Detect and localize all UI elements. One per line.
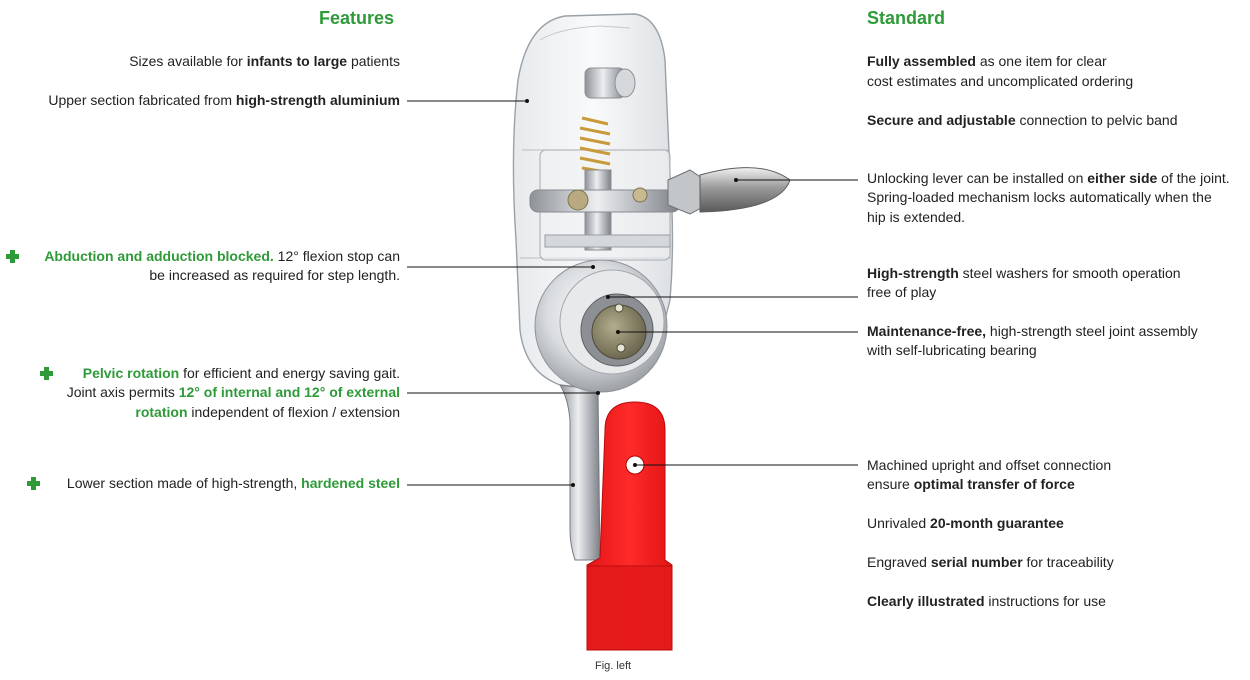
text-segment: Fully assembled	[867, 53, 976, 69]
text-segment: 12° flexion stop can	[273, 248, 400, 264]
text-segment: Engraved	[867, 554, 931, 570]
lower-section	[559, 384, 601, 561]
text-segment: with self-lubricating bearing	[867, 342, 1037, 358]
standard-line: Maintenance-free, high-strength steel jo…	[867, 322, 1198, 342]
text-segment: High-strength	[867, 265, 959, 281]
text-segment: Joint axis permits	[66, 384, 179, 400]
text-segment: patients	[347, 53, 400, 69]
feature-line: rotation independent of flexion / extens…	[135, 403, 400, 423]
text-segment: steel washers for smooth operation	[958, 265, 1181, 281]
text-segment: serial number	[930, 554, 1023, 570]
feature-line: Abduction and adduction blocked. 12° fle…	[44, 247, 400, 267]
features-heading: Features	[319, 8, 395, 28]
text-segment: Machined upright and offset connection	[867, 457, 1112, 473]
text-segment: hardened steel	[301, 475, 400, 491]
standard-line: Machined upright and offset connection	[867, 456, 1111, 476]
standard-line: Engraved serial number for traceability	[867, 553, 1114, 573]
text-segment: either side	[1087, 170, 1158, 186]
text-segment: Lower section made of high-strength,	[66, 475, 302, 491]
text-segment: Sizes available for	[129, 53, 247, 69]
standard-heading: Standard	[867, 8, 946, 28]
feature-line: be increased as required for step length…	[149, 266, 400, 286]
text-segment: Upper section fabricated from	[48, 92, 236, 108]
text-segment: hip is extended.	[867, 209, 966, 225]
text-segment: 12° of internal and 12° of external	[178, 384, 400, 400]
figure-caption: Fig. left	[595, 660, 632, 672]
feature-line: Sizes available for infants to large pat…	[129, 52, 400, 72]
spring	[579, 116, 611, 174]
text-segment: ensure	[867, 476, 914, 492]
text-segment: cost estimates and uncomplicated orderin…	[867, 73, 1134, 89]
text-segment: rotation	[135, 404, 188, 420]
text-segment: 20-month guarantee	[930, 515, 1064, 531]
standard-line: ensure optimal transfer of force	[867, 475, 1075, 495]
text-segment: be increased as required for step length…	[149, 267, 400, 283]
standard-line: with self-lubricating bearing	[867, 341, 1037, 361]
text-segment: high-strength steel joint assembly	[986, 323, 1198, 339]
text-segment: independent of flexion / extension	[187, 404, 400, 420]
text-segment: as one item for clear	[975, 53, 1107, 69]
text-segment: of the joint.	[1157, 170, 1230, 186]
text-segment: Maintenance-free,	[867, 323, 987, 339]
text-segment: free of play	[867, 284, 937, 300]
text-segment: Clearly illustrated	[867, 593, 985, 609]
feature-line: Lower section made of high-strength, har…	[67, 474, 400, 494]
feature-line: Upper section fabricated from high-stren…	[48, 91, 400, 111]
text-segment: for traceability	[1022, 554, 1114, 570]
standard-line: Unrivaled 20-month guarantee	[867, 514, 1064, 534]
feature-line: Pelvic rotation for efficient and energy…	[83, 364, 400, 384]
text-segment: Spring-loaded mechanism locks automatica…	[867, 189, 1212, 205]
plus-icon	[6, 250, 19, 263]
plus-icon	[27, 477, 40, 490]
feature-line: Joint axis permits 12° of internal and 1…	[67, 383, 400, 403]
plus-icon	[40, 367, 53, 380]
standard-line: Clearly illustrated instructions for use	[867, 592, 1106, 612]
standard-line: free of play	[867, 283, 936, 303]
text-segment: Secure and adjustable	[867, 112, 1016, 128]
standard-line: cost estimates and uncomplicated orderin…	[867, 72, 1133, 92]
text-segment: connection to pelvic band	[1015, 112, 1178, 128]
standard-line: High-strength steel washers for smooth o…	[867, 264, 1181, 284]
text-segment: for efficient and energy saving gait.	[179, 365, 400, 381]
text-segment: Pelvic rotation	[82, 365, 180, 381]
text-segment: infants to large	[246, 53, 348, 69]
text-segment: optimal transfer of force	[913, 476, 1075, 492]
text-segment: Unlocking lever can be installed on	[867, 170, 1088, 186]
standard-line: Spring-loaded mechanism locks automatica…	[867, 188, 1212, 208]
standard-line: Fully assembled as one item for clear	[867, 52, 1107, 72]
text-segment: high-strength aluminium	[235, 92, 400, 108]
standard-line: hip is extended.	[867, 208, 965, 228]
unlocking-lever	[667, 167, 791, 215]
standard-line: Unlocking lever can be installed on eith…	[867, 169, 1230, 189]
standard-line: Secure and adjustable connection to pelv…	[867, 111, 1178, 131]
text-segment: Unrivaled	[867, 515, 931, 531]
text-segment: instructions for use	[984, 593, 1106, 609]
text-segment: Abduction and adduction blocked.	[44, 248, 274, 264]
